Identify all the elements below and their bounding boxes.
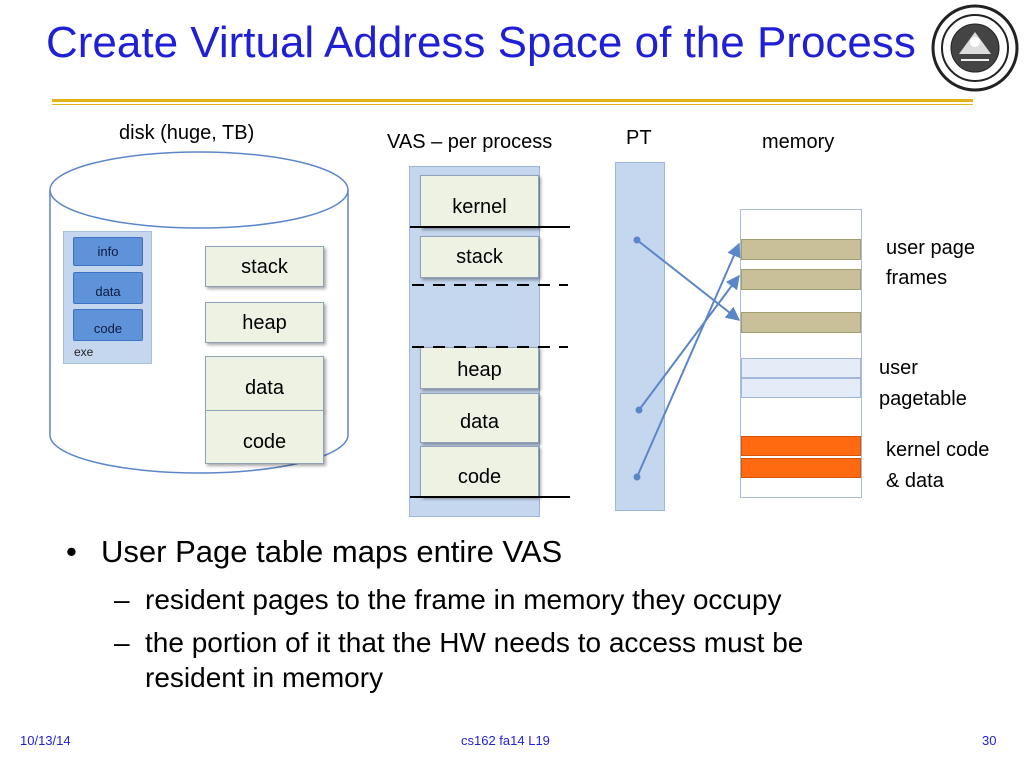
memory-label: memory [762,131,835,153]
sub-bullet-2: the portion of it that the HW needs to a… [145,627,804,658]
exe-info-segment: info [73,237,143,266]
disk-label: disk (huge, TB) [119,122,255,144]
sub-bullet-1: resident pages to the frame in memory th… [145,584,782,615]
user-page-frame [741,269,861,290]
title-divider-thin [52,104,973,105]
footer-course: cs162 fa14 L19 [461,733,550,748]
university-seal-icon [931,4,1019,92]
bullet-dot: • [66,534,77,569]
kernel-frame [741,458,861,478]
user-frames-label-line1: user page [886,237,975,259]
vas-stack-region: stack [420,236,539,278]
footer-page-number: 30 [982,733,997,748]
bullet-main: User Page table maps entire VAS [101,534,563,569]
sub-bullet-2-cont: resident in memory [145,662,384,693]
disk-heap-piece: heap [205,302,324,343]
disk-data-piece: data [205,356,324,411]
page-table-column [615,162,665,511]
user-page-frame [741,312,861,333]
kernel-frame [741,436,861,456]
vas-data-region: data [420,393,539,443]
pt-arrow [638,274,740,411]
pt-label: PT [626,127,652,149]
disk-code-piece: code [205,410,324,464]
exe-code-segment: code [73,309,143,341]
user-pagetable-label-line1: user [879,357,918,379]
user-pagetable-frame [741,358,861,378]
slide-title: Create Virtual Address Space of the Proc… [46,18,916,67]
vas-kernel-region: kernel [420,175,539,228]
footer-date: 10/13/14 [20,733,71,748]
vas-label: VAS – per process [387,131,553,153]
user-page-frame [741,239,861,260]
user-pagetable-frame [741,378,861,398]
exe-label: exe [74,345,94,359]
exe-data-segment: data [73,272,143,304]
sub-bullet-dash: – [114,627,130,658]
pt-arrow [636,239,741,321]
user-frames-label-line2: frames [886,267,948,289]
sub-bullet-dash: – [114,584,130,615]
kernel-label-line2: & data [886,470,944,492]
disk-stack-piece: stack [205,246,324,287]
pt-arrow [636,242,741,478]
kernel-label-line1: kernel code [886,439,990,461]
user-pagetable-label-line2: pagetable [879,388,967,410]
title-divider [52,99,973,102]
vas-heap-region: heap [420,347,539,389]
